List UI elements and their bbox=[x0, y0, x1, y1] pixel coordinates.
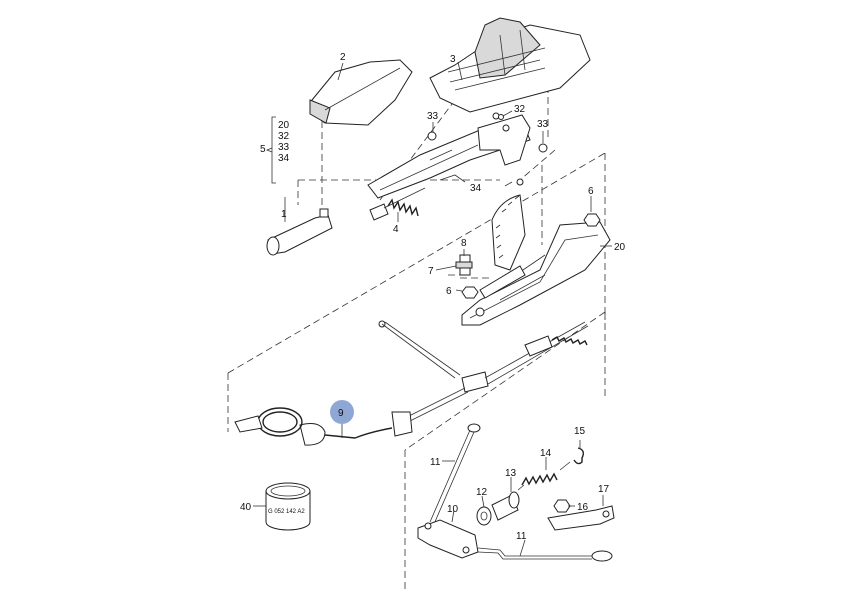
label-14: 14 bbox=[540, 448, 552, 459]
linkage-rod-11-lower[interactable] bbox=[477, 547, 613, 562]
label-17: 17 bbox=[598, 484, 610, 495]
nut-16[interactable] bbox=[553, 499, 571, 513]
label-6-upper: 6 bbox=[588, 186, 594, 197]
spring-hook-15[interactable] bbox=[573, 447, 585, 465]
cable-sleeve[interactable]: G 052 142 A2 bbox=[265, 482, 311, 531]
console-cover[interactable] bbox=[429, 17, 591, 113]
label-33-left: 33 bbox=[427, 111, 439, 122]
bushing-12[interactable] bbox=[476, 506, 492, 526]
bolt-33-left[interactable] bbox=[427, 131, 437, 141]
label-13: 13 bbox=[505, 468, 517, 479]
nut-6-lower[interactable] bbox=[461, 286, 479, 299]
label-8: 8 bbox=[461, 238, 467, 249]
sleeve-marking: G 052 142 A2 bbox=[268, 509, 305, 515]
label-4: 4 bbox=[393, 224, 399, 235]
highlight-marker-9[interactable] bbox=[330, 400, 354, 424]
lever-base-bracket[interactable] bbox=[461, 221, 611, 326]
label-7: 7 bbox=[428, 266, 434, 277]
label-3: 3 bbox=[450, 54, 456, 65]
label-10: 10 bbox=[447, 504, 459, 515]
label-33-right: 33 bbox=[537, 119, 549, 130]
label-9: 9 bbox=[338, 408, 344, 419]
bolt-8[interactable] bbox=[455, 254, 473, 276]
label-group5-34: 34 bbox=[278, 153, 290, 164]
label-group5-33: 33 bbox=[278, 142, 290, 153]
label-20: 20 bbox=[614, 242, 626, 253]
linkage-rod-11-upper[interactable] bbox=[429, 423, 481, 525]
adjuster-13[interactable] bbox=[491, 491, 520, 521]
label-11-upper: 11 bbox=[430, 457, 441, 468]
screw-32[interactable] bbox=[498, 114, 504, 120]
bracket-17[interactable] bbox=[547, 505, 615, 531]
label-34: 34 bbox=[470, 183, 482, 194]
ratchet-sector[interactable] bbox=[491, 194, 526, 271]
label-1: 1 bbox=[281, 209, 287, 220]
label-2: 2 bbox=[340, 52, 346, 63]
return-spring-14[interactable] bbox=[517, 461, 571, 491]
lever-plate-10[interactable] bbox=[417, 519, 479, 559]
label-group5-32: 32 bbox=[278, 131, 290, 142]
label-group5-20: 20 bbox=[278, 120, 290, 131]
bolt-33-right[interactable] bbox=[538, 143, 548, 153]
nut-6-upper[interactable] bbox=[583, 213, 601, 227]
label-15: 15 bbox=[574, 426, 586, 437]
label-11-lower: 11 bbox=[516, 531, 527, 542]
release-rod-spring[interactable] bbox=[369, 187, 426, 221]
label-32: 32 bbox=[514, 104, 526, 115]
label-12: 12 bbox=[476, 487, 488, 498]
label-6-lower: 6 bbox=[446, 286, 452, 297]
brake-cable-front[interactable] bbox=[378, 320, 589, 393]
leader-lines bbox=[253, 61, 612, 557]
label-40: 40 bbox=[240, 502, 252, 513]
part-labels: 1 2 3 4 5 20 32 33 34 6 6 7 8 9 10 11 11… bbox=[240, 52, 626, 542]
handbrake-lever[interactable] bbox=[367, 112, 531, 199]
brake-cable-9[interactable] bbox=[234, 387, 469, 446]
handle-grip[interactable] bbox=[266, 208, 333, 256]
handle-grip-cap[interactable] bbox=[309, 59, 413, 126]
label-5: 5 bbox=[260, 144, 266, 155]
label-16: 16 bbox=[577, 502, 589, 513]
